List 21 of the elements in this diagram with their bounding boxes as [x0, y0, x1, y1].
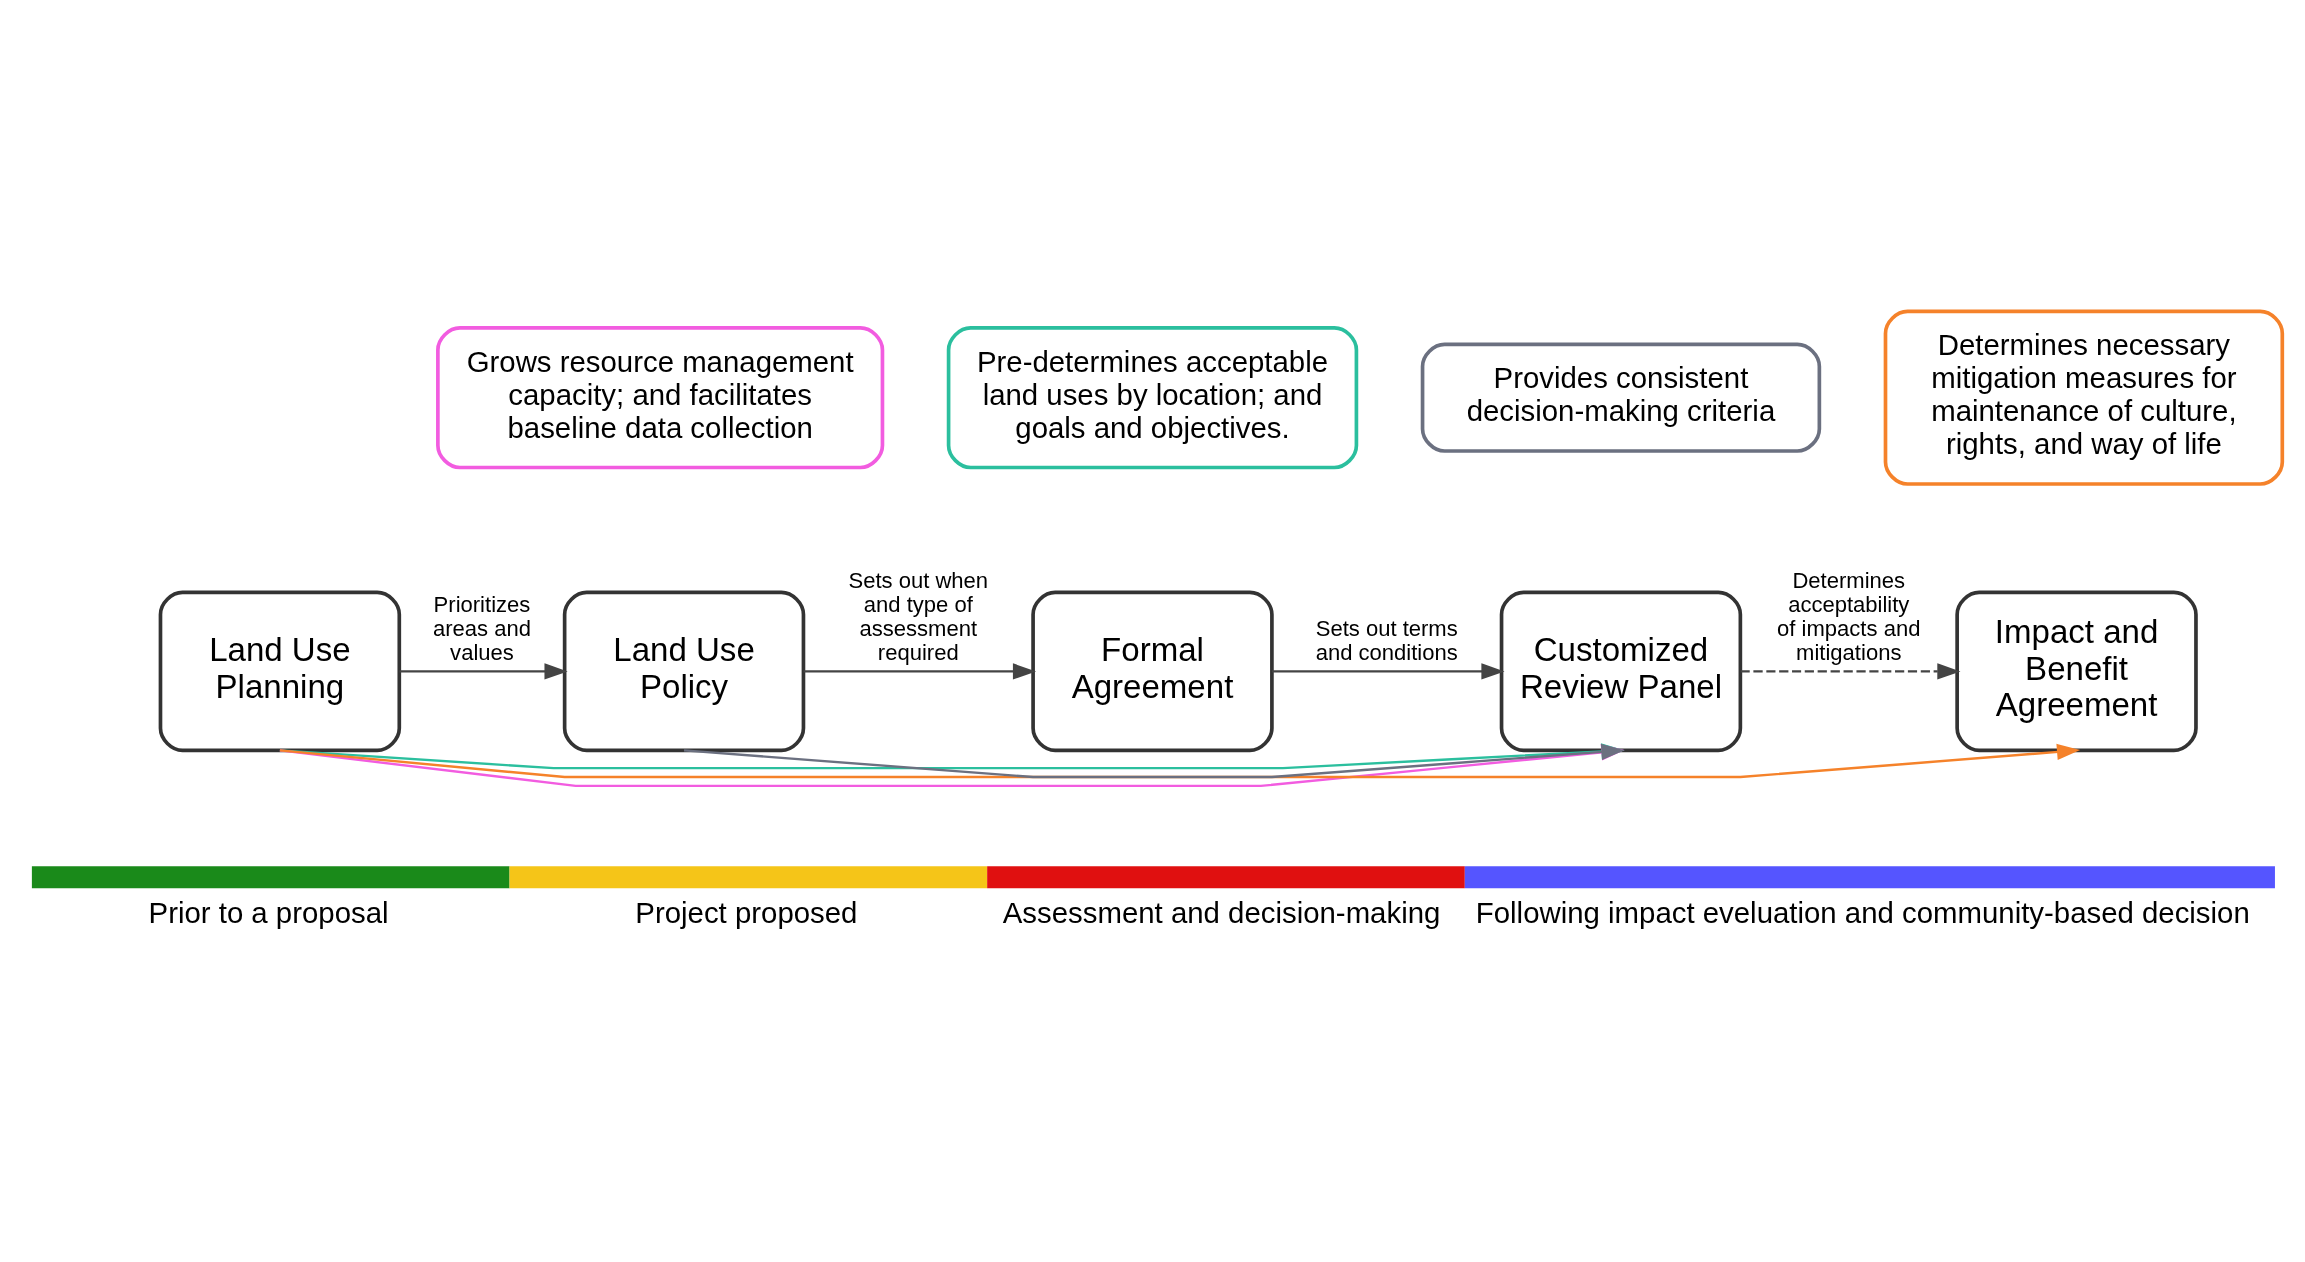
arrow: [1271, 663, 1505, 680]
edge-label: Sets out when and type of assessment required: [848, 568, 989, 665]
node-box: Land Use Planning: [158, 590, 402, 753]
legend-label: Prior to a proposal: [148, 895, 389, 929]
node-box: Pre-determines acceptable land uses by location; and goals and objectives.: [946, 326, 1359, 470]
arrow: [803, 663, 1037, 680]
edge-label: Prioritizes areas and values: [432, 591, 531, 665]
node-box: Impact and Benefit Agreement: [1955, 590, 2198, 753]
edge-label: Determines acceptability of impacts and mitigations: [1777, 568, 1921, 665]
node-box: Determines necessary mitigation measures for maintenance of culture, rights, and way of life: [1883, 309, 2285, 486]
arrow: [1740, 663, 1961, 680]
arrow: [399, 663, 568, 680]
legend-label: Project proposed: [635, 895, 858, 929]
node-box: Customized Review Panel: [1499, 590, 1743, 753]
node-box: Formal Agreement: [1031, 590, 1274, 753]
node-box: Land Use Policy: [562, 590, 806, 753]
node-box: Provides consistent decision-making criteria: [1420, 342, 1822, 453]
legend-label: Assessment and decision-making: [1002, 895, 1441, 929]
node-box: Grows resource management capacity; and facilitates baseline data collection: [436, 326, 885, 470]
legend-label: Following impact eveluation and community-based decision: [1475, 895, 2250, 929]
edge-label: Sets out terms and conditions: [1315, 615, 1458, 665]
